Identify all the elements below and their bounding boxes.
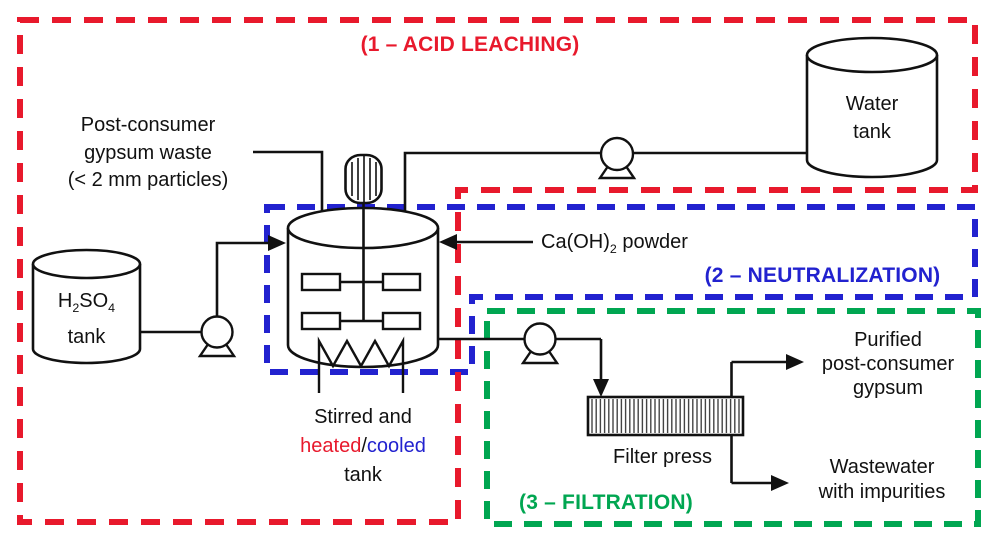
wastewater-arrow [771,475,789,491]
water-tank-line2: tank [853,121,891,143]
h2so4-tank-label: H2SO4 tank [33,287,140,352]
water-tank-top [805,36,939,74]
purified-gypsum-label: Purified post-consumer gypsum [803,328,973,400]
gypsum-feed-pipe [253,150,324,219]
water-tank-label: Water tank [810,90,934,146]
slurry-pump [520,322,560,365]
gypsum-waste-line3: (< 2 mm particles) [67,169,229,191]
h2so4-formula: H2SO4 [57,290,116,315]
motor-windings [351,156,377,202]
stirred-tank-shape [286,153,440,393]
water-pump [597,136,637,180]
wastewater-line2: with impurities [818,481,946,503]
wastewater-line1: Wastewater [829,456,935,478]
section-title-filtration: (3 – FILTRATION) [519,491,693,514]
water-tank-body [805,55,939,179]
purified-line2: post-consumer [821,353,955,375]
purified-arrow [786,354,804,370]
pipes [140,150,807,485]
stirred-tank-line2: heated/cooled [300,435,426,457]
pumps [197,136,637,365]
caoh2-powder-label: Ca(OH)2 powder [541,231,688,256]
h2so4-tank-body [31,264,142,365]
purified-line3: gypsum [852,377,924,399]
filter-press-shape [586,395,745,437]
gypsum-waste-line2: gypsum waste [84,141,212,164]
stirrer-motor [344,153,383,205]
neutralization-boundary [264,204,978,375]
gypsum-waste-label: Post-consumer gypsum waste (< 2 mm parti… [38,112,258,195]
filter-press-hatch [591,399,740,433]
caoh2-arrow [439,234,457,250]
h2so4-tank-shape [31,248,142,365]
heating-coil [317,336,405,393]
section-title-acid-leaching: (1 – ACID LEACHING) [360,33,580,56]
stirred-tank-line1: Stirred and [314,406,412,428]
wastewater-label: Wastewater with impurities [796,455,968,505]
slurry-outlet-pipe [437,337,603,380]
purified-line1: Purified [854,329,922,351]
water-feed-pipe [403,151,807,219]
filter-press-label: Filter press [613,446,712,468]
water-tank-line1: Water [845,93,899,115]
section-title-neutralization: (2 – NEUTRALIZATION) [704,264,941,287]
slurry-arrow [593,379,609,397]
acid-arrow [268,235,286,251]
stirred-tank-line3: tank [344,464,382,486]
water-tank-shape [805,36,939,179]
acid-pump [197,315,237,358]
stirrer-paddles [300,272,422,331]
stirred-tank-label: Stirred and heated/cooled tank [276,403,450,490]
h2so4-tank-line2: tank [67,326,106,348]
acid-leaching-boundary [17,17,978,525]
h2so4-tank-top [31,248,142,280]
gypsum-waste-line1: Post-consumer [80,114,216,136]
filtration-boundary [484,308,981,527]
acid-feed-pipe [140,241,268,334]
